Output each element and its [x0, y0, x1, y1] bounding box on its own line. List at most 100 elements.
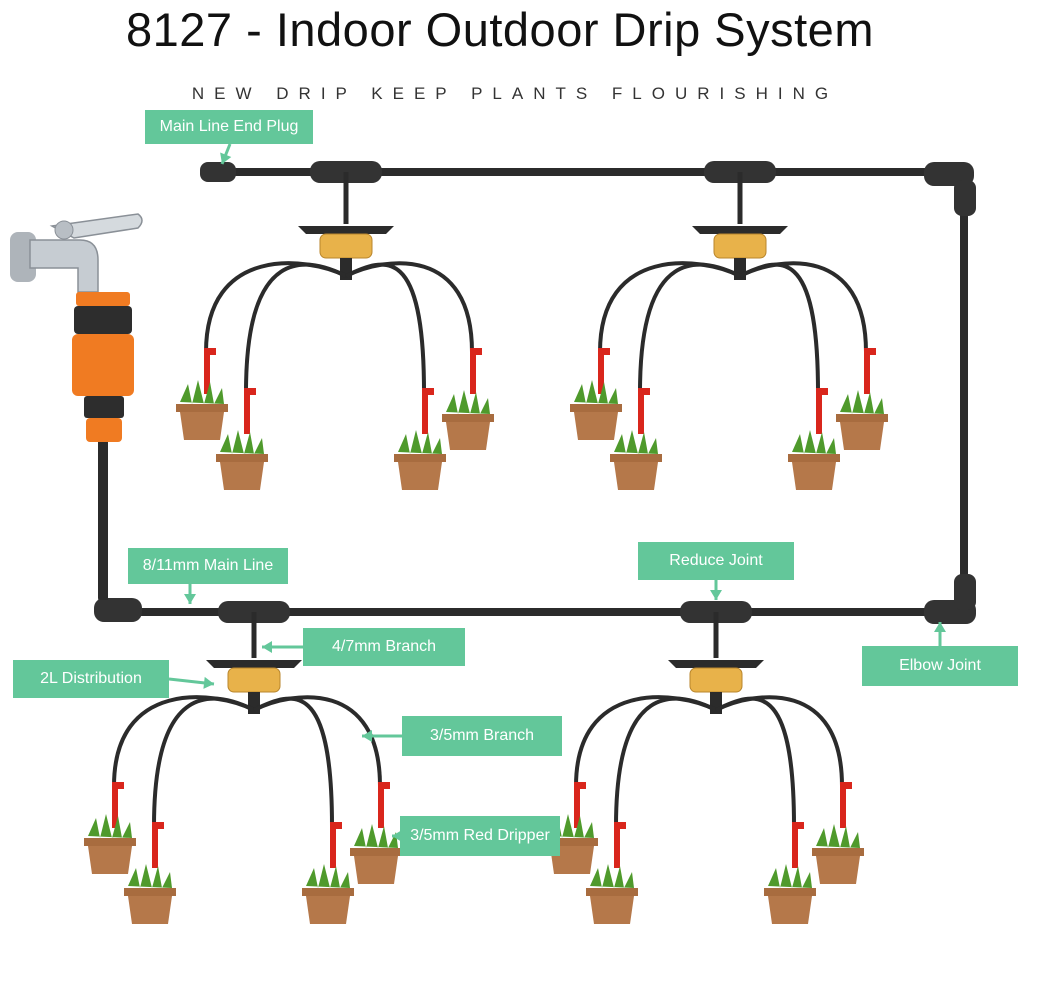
dripper-head	[116, 782, 124, 789]
branch-3-5-tube	[715, 696, 796, 827]
distributor-cap	[692, 226, 788, 234]
dripper-icon	[574, 782, 580, 828]
branch-3-5-tube	[715, 695, 844, 787]
plant-pot-icon	[836, 390, 888, 450]
pot-body	[840, 422, 884, 450]
page-subtitle: NEW DRIP KEEP PLANTS FLOURISHING	[191, 84, 839, 103]
pot-body	[220, 462, 264, 490]
dripper-head	[618, 822, 626, 829]
dripper-head	[868, 348, 876, 355]
plant-leaves	[306, 864, 350, 888]
label-branch-4-7: 4/7mm Branch	[303, 628, 465, 666]
plant-leaves	[792, 430, 836, 454]
dripper-head	[208, 348, 216, 355]
dripper-icon	[204, 348, 210, 394]
distributor-cap	[206, 660, 302, 668]
label-red-dripper: 3/5mm Red Dripper	[400, 816, 560, 856]
branch-3-5-tube	[152, 696, 255, 827]
main-line-tubing	[94, 162, 976, 624]
hose-adapter-icon	[72, 292, 134, 600]
label-elbow-joint: Elbow Joint	[862, 646, 1018, 686]
label-2l-distribution: 2L Distribution	[13, 660, 169, 698]
plant-pot-icon	[302, 864, 354, 924]
plant-leaves	[88, 814, 132, 838]
arrow-red-dripper-head	[392, 830, 402, 842]
dripper-icon	[112, 782, 118, 828]
arrow-reduce-joint-head	[710, 590, 722, 600]
dripper-icon	[470, 348, 476, 394]
branch-module-1	[176, 161, 494, 490]
arrow-branch-3-5-head	[362, 730, 372, 742]
pot-rim	[124, 888, 176, 896]
pot-body	[550, 846, 594, 874]
dripper-head	[334, 822, 342, 829]
dripper-icon	[422, 388, 428, 434]
arrow-main-line-head	[184, 594, 196, 604]
pot-body	[590, 896, 634, 924]
label-main-line: 8/11mm Main Line	[128, 548, 288, 584]
pot-body	[180, 412, 224, 440]
distributor-outlet	[248, 692, 260, 714]
pot-rim	[216, 454, 268, 462]
dripper-head	[248, 388, 256, 395]
distributor-outlet	[340, 258, 352, 280]
pot-rim	[546, 838, 598, 846]
faucet-valve	[54, 220, 74, 240]
branch-3-5-tube	[739, 262, 820, 393]
plant-leaves	[816, 824, 860, 848]
plant-pot-icon	[788, 430, 840, 490]
plant-pot-icon	[124, 864, 176, 924]
pot-rim	[788, 454, 840, 462]
distributor-cap	[668, 660, 764, 668]
plant-pot-icon	[812, 824, 864, 884]
label-main-line-end-plug: Main Line End Plug	[145, 110, 313, 144]
dripper-head	[796, 822, 804, 829]
pot-rim	[176, 404, 228, 412]
dripper-icon	[378, 782, 384, 828]
dripper-head	[820, 388, 828, 395]
plant-leaves	[446, 390, 490, 414]
end-plug	[200, 162, 236, 182]
branch-3-5-tube	[253, 696, 334, 827]
adapter-nut	[84, 396, 124, 418]
dripper-icon	[816, 388, 822, 434]
pot-body	[128, 896, 172, 924]
elbow-joint-top	[924, 162, 974, 186]
distributor-hub-icon	[713, 233, 767, 259]
plant-pot-icon	[586, 864, 638, 924]
branch-3-5-tube	[253, 695, 382, 787]
branch-3-5-tube	[614, 696, 717, 827]
dripper-icon	[614, 822, 620, 868]
plant-leaves	[840, 390, 884, 414]
dripper-head	[474, 348, 482, 355]
pot-rim	[302, 888, 354, 896]
dripper-head	[426, 388, 434, 395]
dripper-icon	[638, 388, 644, 434]
plant-pot-icon	[84, 814, 136, 874]
distributor-outlet	[734, 258, 746, 280]
plant-leaves	[180, 380, 224, 404]
dripper-head	[382, 782, 390, 789]
adapter-ring	[74, 306, 132, 334]
branch-3-5-tube	[638, 262, 741, 393]
branch-3-5-tube	[345, 261, 474, 353]
faucet-icon	[10, 213, 143, 293]
distributor-outlet	[710, 692, 722, 714]
dripper-head	[642, 388, 650, 395]
pot-body	[768, 896, 812, 924]
pot-body	[614, 462, 658, 490]
arrow-end-plug-head	[220, 152, 232, 164]
plant-pot-icon	[442, 390, 494, 450]
distributor-hub-icon	[689, 667, 743, 693]
pot-body	[306, 896, 350, 924]
branch-3-5-tube	[739, 261, 868, 353]
plant-pot-icon	[610, 430, 662, 490]
page-title: 8127 - Indoor Outdoor Drip System	[126, 3, 874, 56]
dripper-icon	[598, 348, 604, 394]
pot-rim	[836, 414, 888, 422]
label-branch-3-5: 3/5mm Branch	[402, 716, 562, 756]
plant-leaves	[220, 430, 264, 454]
faucet-handle	[49, 213, 143, 239]
plant-leaves	[574, 380, 618, 404]
pot-rim	[610, 454, 662, 462]
